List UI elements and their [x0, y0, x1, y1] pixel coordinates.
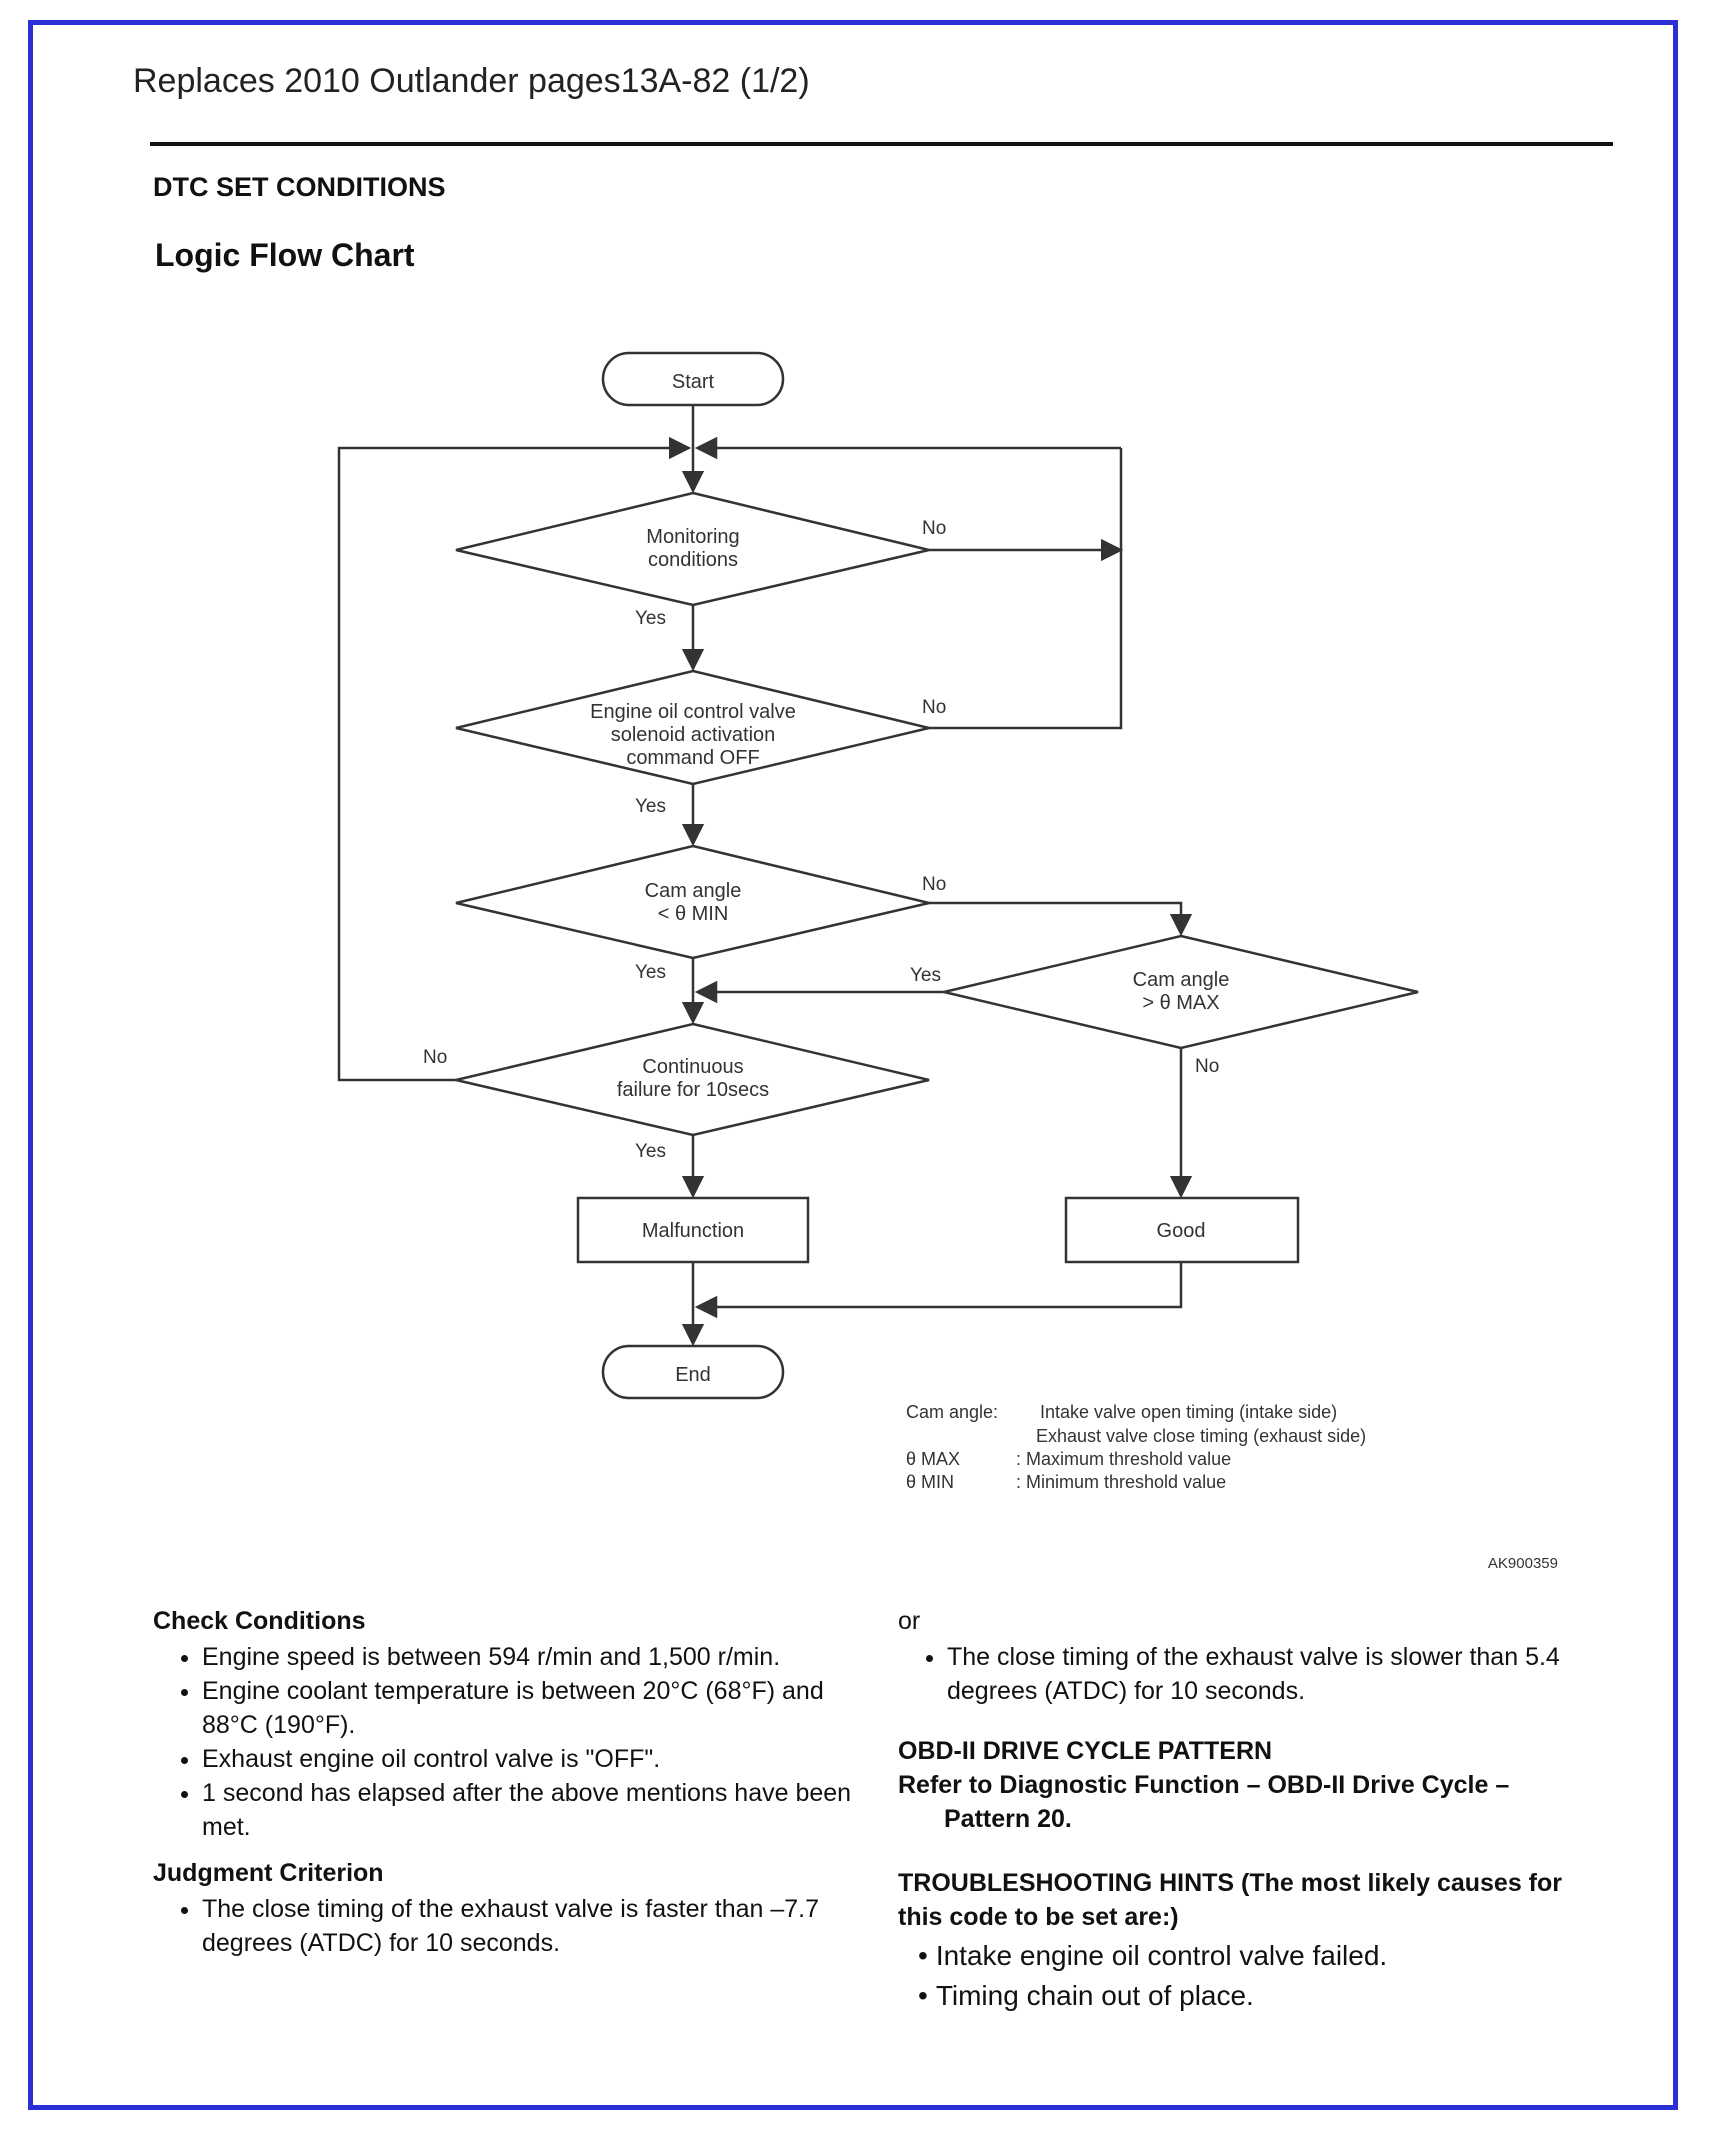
judgment-list-2: The close timing of the exhaust valve is… — [898, 1640, 1598, 1708]
judgment-title: Judgment Criterion — [153, 1859, 384, 1887]
list-item: The close timing of the exhaust valve is… — [947, 1640, 1598, 1708]
cam-min-label-2: < θ MIN — [658, 903, 729, 925]
legend-cam-key: Cam angle: — [906, 1402, 998, 1422]
check-conditions-list: Engine speed is between 594 r/min and 1,… — [153, 1640, 853, 1844]
legend-min-key: θ MIN — [906, 1472, 954, 1492]
check-conditions-title: Check Conditions — [153, 1607, 366, 1635]
continuous-yes: Yes — [635, 1141, 666, 1162]
obd-title: OBD-II DRIVE CYCLE PATTERN — [898, 1737, 1273, 1765]
list-item: Engine coolant temperature is between 20… — [202, 1674, 853, 1742]
continuous-label-2: failure for 10secs — [617, 1079, 769, 1101]
malfunction-label: Malfunction — [642, 1220, 744, 1242]
cam-max-no: No — [1195, 1056, 1219, 1077]
list-item: Exhaust engine oil control valve is "OFF… — [202, 1742, 853, 1776]
legend-max-key: θ MAX — [906, 1449, 960, 1469]
end-label: End — [675, 1364, 711, 1386]
list-item: The close timing of the exhaust valve is… — [202, 1892, 853, 1960]
solenoid-label-2: solenoid activation — [611, 724, 776, 746]
list-item: 1 second has elapsed after the above men… — [202, 1776, 853, 1844]
list-item: Engine speed is between 594 r/min and 1,… — [202, 1640, 853, 1674]
page-header: Replaces 2010 Outlander pages13A-82 (1/2… — [133, 62, 810, 100]
or-text: or — [898, 1607, 921, 1635]
monitoring-label-2: conditions — [648, 549, 738, 571]
list-item: Intake engine oil control valve failed. — [918, 1936, 1598, 1976]
malfunction-box — [576, 1196, 810, 1264]
good-label: Good — [1157, 1220, 1206, 1242]
header-rule — [150, 142, 1613, 146]
right-column: or The close timing of the exhaust valve… — [898, 1604, 1598, 2028]
logic-flow-chart: Start End Monitoring conditions Engine o… — [337, 351, 1558, 1572]
section-title: DTC SET CONDITIONS — [153, 172, 446, 202]
monitoring-label-1: Monitoring — [646, 526, 739, 548]
solenoid-label-3: command OFF — [626, 747, 759, 769]
figure-code: AK900359 — [1488, 1555, 1558, 1572]
start-label: Start — [672, 371, 715, 393]
subsection-title: Logic Flow Chart — [155, 237, 415, 273]
left-column: Check Conditions Engine speed is between… — [153, 1604, 853, 1972]
list-item: Timing chain out of place. — [918, 1976, 1598, 2016]
judgment-list: The close timing of the exhaust valve is… — [153, 1892, 853, 1960]
legend-cam-1: Intake valve open timing (intake side) — [1040, 1402, 1337, 1422]
monitoring-no: No — [922, 518, 946, 539]
cam-max-yes: Yes — [910, 965, 941, 986]
legend-min-val: : Minimum threshold value — [1016, 1472, 1226, 1492]
continuous-no: No — [423, 1047, 447, 1068]
cam-max-label-1: Cam angle — [1133, 969, 1230, 991]
cam-max-label-2: > θ MAX — [1142, 992, 1219, 1014]
legend-max-val: : Maximum threshold value — [1016, 1449, 1231, 1469]
solenoid-no: No — [922, 697, 946, 718]
cam-min-yes: Yes — [635, 962, 666, 983]
troubleshooting-list: Intake engine oil control valve failed. … — [898, 1936, 1598, 2016]
obd-text: Refer to Diagnostic Function – OBD-II Dr… — [898, 1771, 1510, 1833]
cam-min-diamond — [455, 844, 930, 960]
legend-cam-2: Exhaust valve close timing (exhaust side… — [1036, 1426, 1366, 1446]
monitoring-yes: Yes — [635, 608, 666, 629]
solenoid-yes: Yes — [635, 796, 666, 817]
continuous-label-1: Continuous — [642, 1056, 743, 1078]
cam-min-no: No — [922, 874, 946, 895]
cam-min-label-1: Cam angle — [645, 880, 742, 902]
solenoid-label-1: Engine oil control valve — [590, 701, 796, 723]
troubleshooting-title: TROUBLESHOOTING HINTS (The most likely c… — [898, 1869, 1563, 1931]
